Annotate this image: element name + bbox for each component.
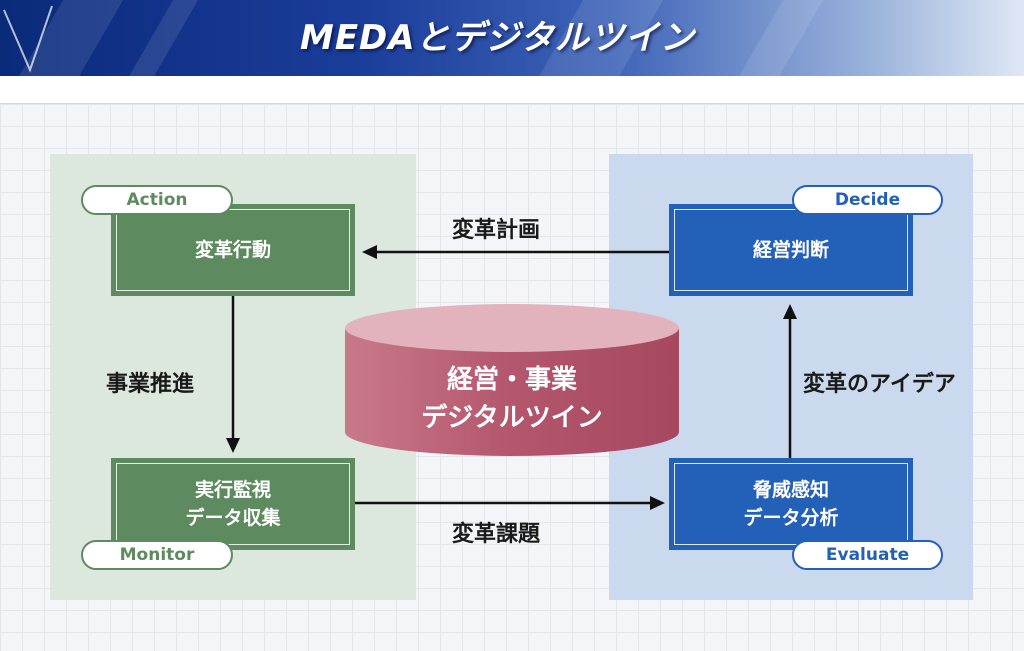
box-decide: 経営判断 xyxy=(669,204,913,296)
database-cylinder-icon xyxy=(345,304,679,456)
box-action: 変革行動 xyxy=(111,204,355,296)
pill-evaluate: Evaluate xyxy=(792,540,943,570)
arrow-issues xyxy=(355,496,665,510)
pill-action: Action xyxy=(81,185,233,215)
arrow-promote xyxy=(226,296,240,453)
twin-title-line-1: 経営・事業 xyxy=(446,365,577,395)
box-monitor-line-1: 実行監視 xyxy=(194,479,271,501)
box-monitor: 実行監視 データ収集 xyxy=(111,458,355,550)
page-title: MEDAとデジタルツイン xyxy=(300,18,695,58)
box-decide-label: 経営判断 xyxy=(752,239,829,261)
banner-chevron-icon xyxy=(3,5,53,73)
box-monitor-line-2: データ収集 xyxy=(185,507,281,529)
label-promote: 事業推進 xyxy=(106,372,195,397)
box-evaluate-line-1: 脅威感知 xyxy=(752,479,829,501)
box-evaluate: 脅威感知 データ分析 xyxy=(669,458,913,550)
pill-decide: Decide xyxy=(792,185,943,215)
label-ideas: 変革のアイデア xyxy=(803,372,956,397)
pill-monitor: Monitor xyxy=(81,540,233,570)
label-issues: 変革課題 xyxy=(452,522,541,547)
label-plan: 変革計画 xyxy=(452,218,541,243)
twin-title-line-2: デジタルツイン xyxy=(421,403,603,433)
arrow-plan xyxy=(362,245,669,259)
arrow-ideas xyxy=(783,304,797,458)
header-banner: MEDAとデジタルツイン xyxy=(0,0,1024,76)
box-action-label: 変革行動 xyxy=(194,239,271,261)
box-evaluate-line-2: データ分析 xyxy=(743,507,839,529)
